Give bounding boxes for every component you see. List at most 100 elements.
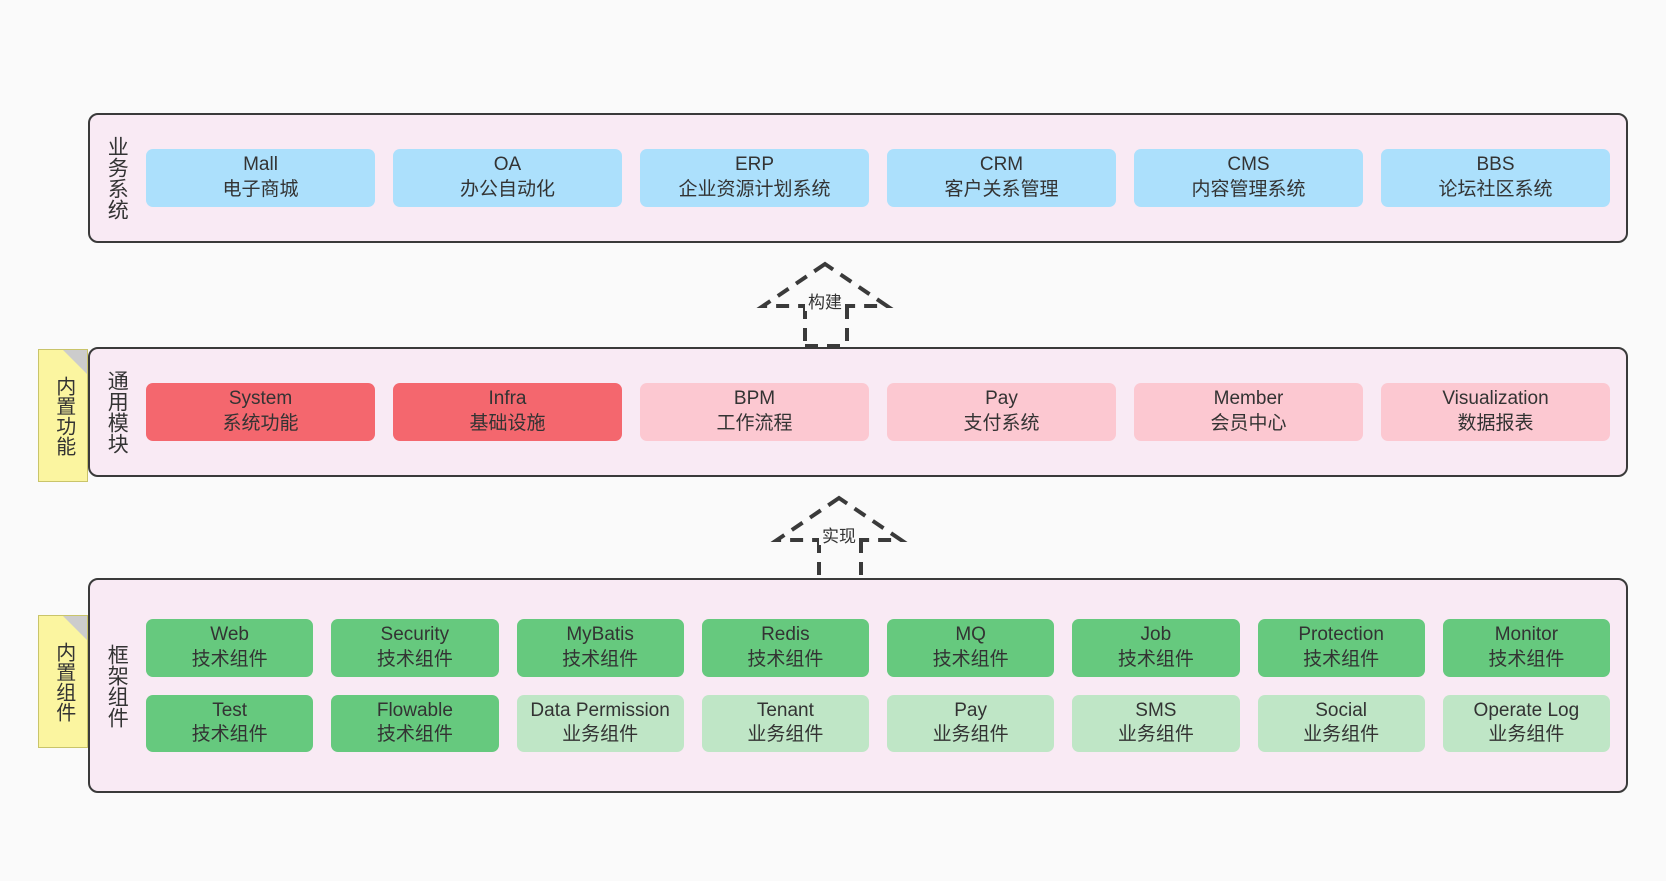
component-name: Test bbox=[212, 699, 248, 721]
module-name: Infra bbox=[488, 388, 527, 410]
module-card-oa[interactable]: OA 办公自动化 bbox=[393, 149, 622, 207]
module-card-infra[interactable]: Infra 基础设施 bbox=[393, 383, 622, 441]
component-card-protection[interactable]: Protection 技术组件 bbox=[1257, 619, 1425, 677]
component-desc: 技术组件 bbox=[1488, 648, 1565, 670]
module-name: Visualization bbox=[1442, 388, 1549, 410]
module-card-crm[interactable]: CRM 客户关系管理 bbox=[887, 149, 1116, 207]
note-builtin-components: 内置组件 bbox=[38, 615, 88, 748]
component-desc: 技术组件 bbox=[191, 648, 268, 670]
note-label: 内置组件 bbox=[52, 641, 75, 722]
module-card-bpm[interactable]: BPM 工作流程 bbox=[640, 383, 869, 441]
note-builtin-features: 内置功能 bbox=[38, 349, 88, 482]
module-name: Pay bbox=[985, 388, 1018, 410]
note-fold-corner-icon bbox=[63, 350, 87, 374]
module-desc: 系统功能 bbox=[222, 413, 299, 434]
component-card-flowable[interactable]: Flowable 技术组件 bbox=[331, 694, 499, 752]
component-name: Tenant bbox=[756, 699, 814, 721]
module-desc: 办公自动化 bbox=[459, 179, 555, 200]
note-label: 内置功能 bbox=[52, 375, 75, 456]
component-name: Security bbox=[380, 624, 450, 646]
layer-common-module: 通用模块 System 系统功能 Infra 基础设施 BPM 工作流程 Pay… bbox=[88, 347, 1628, 477]
module-desc: 工作流程 bbox=[716, 413, 793, 434]
component-card-tenant[interactable]: Tenant 业务组件 bbox=[701, 694, 869, 752]
layer-body-common-module: System 系统功能 Infra 基础设施 BPM 工作流程 Pay 支付系统… bbox=[142, 349, 1626, 475]
connector-implement: 实现 bbox=[770, 492, 912, 582]
component-desc: 技术组件 bbox=[747, 648, 824, 670]
component-desc: 业务组件 bbox=[562, 724, 639, 746]
component-desc: 技术组件 bbox=[1303, 648, 1380, 670]
component-name: Job bbox=[1140, 624, 1172, 646]
component-card-data-permission[interactable]: Data Permission 业务组件 bbox=[516, 694, 684, 752]
connector-implement-label: 实现 bbox=[819, 528, 859, 545]
framework-row-business: Test 技术组件 Flowable 技术组件 Data Permission … bbox=[146, 694, 1610, 752]
module-desc: 支付系统 bbox=[963, 413, 1040, 434]
component-desc: 业务组件 bbox=[1303, 724, 1380, 746]
component-name: Social bbox=[1315, 699, 1367, 721]
module-desc: 企业资源计划系统 bbox=[678, 179, 831, 200]
layer-title-common-module: 通用模块 bbox=[105, 370, 129, 454]
component-card-job[interactable]: Job 技术组件 bbox=[1072, 619, 1240, 677]
connector-build: 构建 bbox=[756, 258, 898, 348]
component-card-test[interactable]: Test 技术组件 bbox=[146, 694, 314, 752]
layer-title-framework-component: 框架组件 bbox=[105, 643, 129, 728]
component-name: Flowable bbox=[376, 699, 453, 721]
module-name: ERP bbox=[734, 154, 775, 176]
component-card-mybatis[interactable]: MyBatis 技术组件 bbox=[516, 619, 684, 677]
component-desc: 业务组件 bbox=[1488, 724, 1565, 746]
component-desc: 技术组件 bbox=[562, 648, 639, 670]
component-card-sms[interactable]: SMS 业务组件 bbox=[1072, 694, 1240, 752]
module-card-bbs[interactable]: BBS 论坛社区系统 bbox=[1381, 149, 1610, 207]
connector-build-label: 构建 bbox=[805, 294, 845, 311]
module-card-pay[interactable]: Pay 支付系统 bbox=[887, 383, 1116, 441]
component-card-redis[interactable]: Redis 技术组件 bbox=[701, 619, 869, 677]
module-name: BBS bbox=[1476, 154, 1515, 176]
module-desc: 论坛社区系统 bbox=[1438, 179, 1553, 200]
module-name: System bbox=[228, 388, 293, 410]
module-name: CRM bbox=[979, 154, 1024, 176]
layer-body-framework-component: Web 技术组件 Security 技术组件 MyBatis 技术组件 Redi… bbox=[142, 580, 1626, 791]
layer-business-system: 业务系统 Mall 电子商城 OA 办公自动化 ERP 企业资源计划系统 CRM… bbox=[88, 113, 1628, 243]
module-name: Member bbox=[1213, 388, 1284, 410]
module-name: CMS bbox=[1227, 154, 1270, 176]
component-desc: 技术组件 bbox=[191, 724, 268, 746]
component-desc: 技术组件 bbox=[376, 724, 453, 746]
framework-row-technical: Web 技术组件 Security 技术组件 MyBatis 技术组件 Redi… bbox=[146, 619, 1610, 677]
component-name: SMS bbox=[1135, 699, 1177, 721]
module-desc: 数据报表 bbox=[1457, 413, 1534, 434]
layer-body-business-system: Mall 电子商城 OA 办公自动化 ERP 企业资源计划系统 CRM 客户关系… bbox=[142, 115, 1626, 241]
component-name: Redis bbox=[761, 624, 810, 646]
component-desc: 技术组件 bbox=[376, 648, 453, 670]
component-name: Operate Log bbox=[1473, 699, 1580, 721]
module-card-visualization[interactable]: Visualization 数据报表 bbox=[1381, 383, 1610, 441]
layer-framework-component: 框架组件 Web 技术组件 Security 技术组件 MyBatis 技术组件… bbox=[88, 578, 1628, 793]
common-row: System 系统功能 Infra 基础设施 BPM 工作流程 Pay 支付系统… bbox=[146, 383, 1610, 441]
layer-title-business-system: 业务系统 bbox=[105, 136, 129, 220]
component-card-security[interactable]: Security 技术组件 bbox=[331, 619, 499, 677]
module-desc: 会员中心 bbox=[1210, 413, 1287, 434]
module-name: BPM bbox=[733, 388, 776, 410]
component-card-web[interactable]: Web 技术组件 bbox=[146, 619, 314, 677]
component-card-monitor[interactable]: Monitor 技术组件 bbox=[1442, 619, 1610, 677]
component-card-operate-log[interactable]: Operate Log 业务组件 bbox=[1442, 694, 1610, 752]
component-name: Monitor bbox=[1494, 624, 1559, 646]
module-card-mall[interactable]: Mall 电子商城 bbox=[146, 149, 375, 207]
module-desc: 内容管理系统 bbox=[1191, 179, 1306, 200]
component-desc: 业务组件 bbox=[932, 724, 1009, 746]
module-desc: 电子商城 bbox=[222, 179, 299, 200]
module-card-member[interactable]: Member 会员中心 bbox=[1134, 383, 1363, 441]
module-desc: 客户关系管理 bbox=[944, 179, 1059, 200]
component-name: Data Permission bbox=[530, 699, 670, 721]
component-card-pay[interactable]: Pay 业务组件 bbox=[887, 694, 1055, 752]
component-name: Web bbox=[210, 624, 249, 646]
module-card-system[interactable]: System 系统功能 bbox=[146, 383, 375, 441]
module-desc: 基础设施 bbox=[469, 413, 546, 434]
component-card-mq[interactable]: MQ 技术组件 bbox=[887, 619, 1055, 677]
module-name: Mall bbox=[243, 154, 278, 176]
module-card-erp[interactable]: ERP 企业资源计划系统 bbox=[640, 149, 869, 207]
business-row: Mall 电子商城 OA 办公自动化 ERP 企业资源计划系统 CRM 客户关系… bbox=[146, 149, 1610, 207]
module-card-cms[interactable]: CMS 内容管理系统 bbox=[1134, 149, 1363, 207]
component-desc: 技术组件 bbox=[1117, 648, 1194, 670]
component-card-social[interactable]: Social 业务组件 bbox=[1257, 694, 1425, 752]
component-desc: 技术组件 bbox=[932, 648, 1009, 670]
